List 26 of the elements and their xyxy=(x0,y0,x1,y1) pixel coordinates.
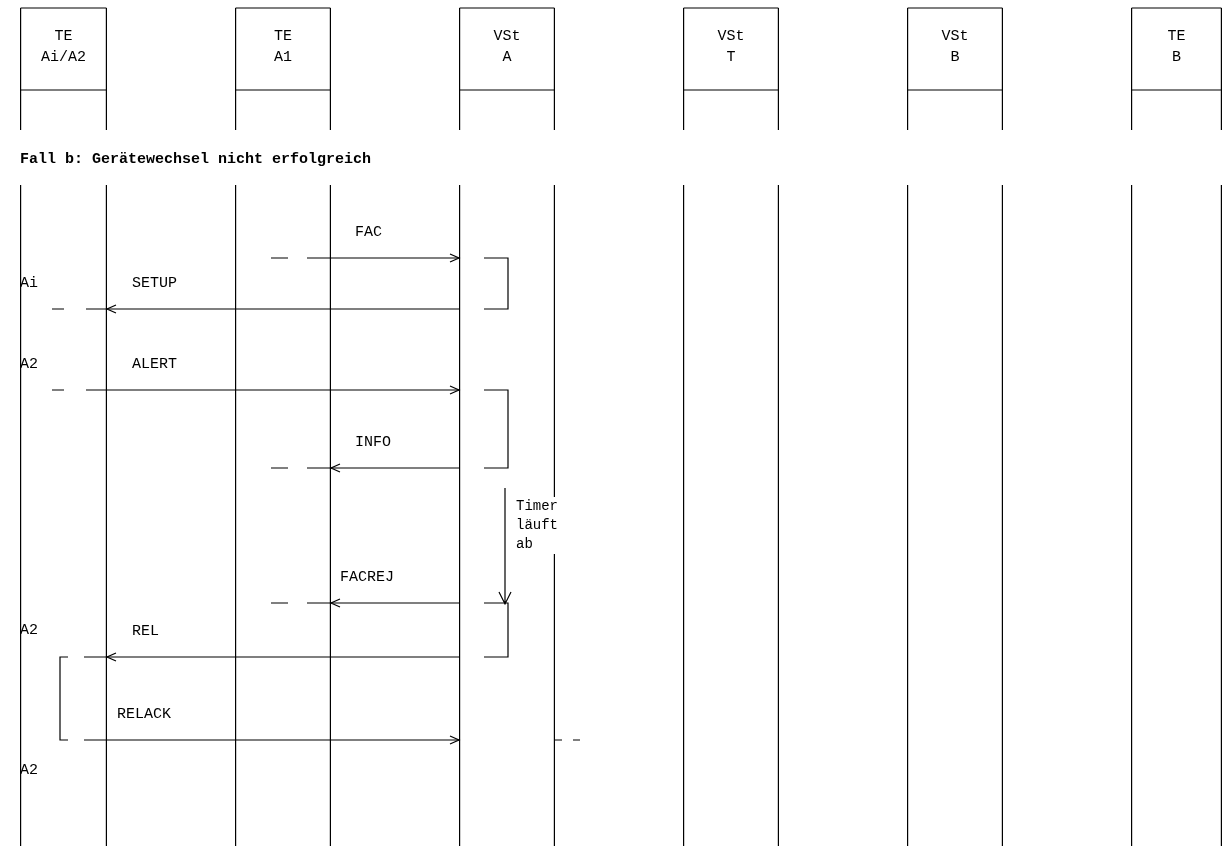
message-label: INFO xyxy=(355,433,391,452)
message-label: FACREJ xyxy=(340,568,394,587)
message-arrow xyxy=(106,304,460,314)
message-label: ALERT xyxy=(132,355,177,374)
message-arrow xyxy=(330,253,460,263)
lifeline-label: TE A1 xyxy=(274,27,292,68)
section-heading: Fall b: Gerätewechsel nicht erfolgreich xyxy=(20,150,372,169)
lifeline-label: TE B xyxy=(1167,27,1186,68)
message-arrow xyxy=(106,652,460,662)
message-label: RELACK xyxy=(117,705,171,724)
note-label: A2 xyxy=(20,761,38,780)
note-label: A2 xyxy=(20,355,38,374)
message-label: SETUP xyxy=(132,274,177,293)
note-label: A2 xyxy=(20,621,38,640)
message-label: FAC xyxy=(355,223,382,242)
lifeline-label: TE Ai/A2 xyxy=(41,27,86,68)
message-arrow xyxy=(330,598,460,608)
note-label: Ai xyxy=(20,274,38,293)
lifeline-label: VSt A xyxy=(493,27,521,68)
lifeline-label: VSt T xyxy=(717,27,745,68)
message-arrow xyxy=(330,463,460,473)
note-label: Timer läuft ab xyxy=(516,497,558,554)
message-arrow xyxy=(106,385,460,395)
message-label: REL xyxy=(132,622,159,641)
message-arrow xyxy=(106,735,460,745)
lifeline-label: VSt B xyxy=(941,27,969,68)
